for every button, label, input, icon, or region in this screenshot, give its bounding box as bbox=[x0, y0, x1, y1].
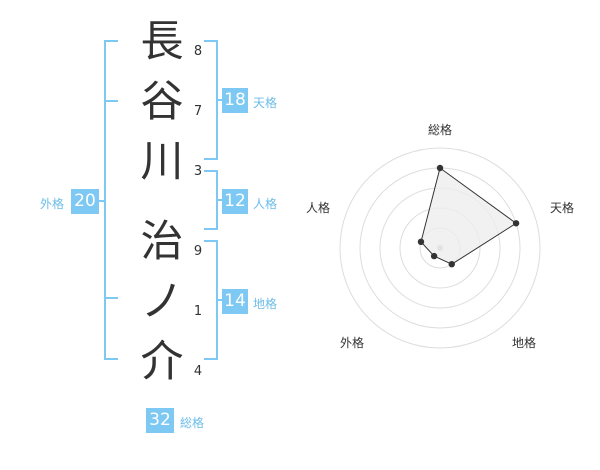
jinkaku-connector bbox=[216, 199, 224, 201]
gaikaku-label: 外格 bbox=[40, 197, 65, 211]
tenkaku-value-badge: 18 bbox=[222, 88, 248, 113]
stroke-count-5: 1 bbox=[193, 304, 203, 319]
radar-label-jinkaku: 人格 bbox=[306, 201, 331, 215]
chikaku-value-badge: 14 bbox=[222, 289, 248, 314]
name-char-3: 川 bbox=[140, 137, 184, 187]
radar-ring-5 bbox=[339, 147, 541, 349]
tenkaku-connector bbox=[216, 99, 224, 101]
radar-label-chikaku: 地格 bbox=[512, 336, 537, 350]
jinkaku-value-badge: 12 bbox=[222, 189, 248, 214]
name-char-6: 介 bbox=[140, 337, 184, 387]
radar-points bbox=[417, 164, 520, 268]
soukaku-value-badge: 32 bbox=[146, 408, 174, 433]
stroke-count-4: 9 bbox=[193, 244, 203, 259]
gaikaku-bracket-tick-top bbox=[104, 100, 118, 102]
radar-label-tenkaku: 天格 bbox=[550, 201, 575, 215]
radar-label-gaikaku: 外格 bbox=[340, 336, 365, 350]
radar-label-soukaku: 総格 bbox=[428, 123, 453, 137]
gaikaku-value-badge: 20 bbox=[71, 189, 99, 214]
name-char-2: 谷 bbox=[140, 77, 184, 127]
stroke-count-6: 4 bbox=[193, 364, 203, 379]
name-char-1: 長 bbox=[140, 17, 184, 67]
gaikaku-connector bbox=[96, 200, 106, 202]
tenkaku-label: 天格 bbox=[253, 96, 278, 110]
soukaku-label: 総格 bbox=[180, 416, 205, 430]
radar-polygon bbox=[420, 167, 517, 265]
stroke-count-2: 7 bbox=[193, 104, 203, 119]
name-char-5: ノ bbox=[140, 277, 184, 327]
radar-point-4 bbox=[430, 252, 438, 260]
chikaku-connector bbox=[216, 299, 224, 301]
radar-point-1 bbox=[436, 164, 444, 172]
name-char-4: 治 bbox=[140, 217, 184, 267]
chikaku-label: 地格 bbox=[253, 297, 278, 311]
radar-point-5 bbox=[417, 238, 425, 246]
stroke-count-3: 3 bbox=[193, 164, 203, 179]
stroke-count-1: 8 bbox=[193, 44, 203, 59]
jinkaku-label: 人格 bbox=[253, 197, 278, 211]
radar-point-2 bbox=[512, 220, 520, 227]
gaikaku-bracket-tick-bottom bbox=[104, 297, 118, 299]
radar-point-3 bbox=[448, 260, 455, 268]
